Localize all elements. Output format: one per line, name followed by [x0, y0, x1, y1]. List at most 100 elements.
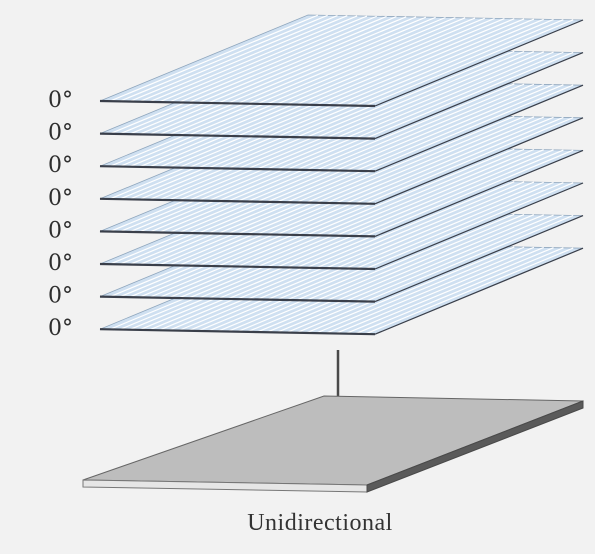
- fiber-line: [315, 116, 525, 204]
- fiber-line: [355, 116, 564, 204]
- fiber-line: [207, 16, 417, 104]
- fiber-line: [335, 149, 544, 237]
- fiber-line: [325, 83, 535, 171]
- fiber-line: [315, 50, 525, 139]
- ply-angle-label: 0°: [48, 218, 73, 243]
- fiber-line: [335, 181, 544, 269]
- fiber-line: [158, 15, 368, 103]
- fiber-line: [355, 149, 564, 237]
- ply-front-edge: [99, 99, 376, 108]
- fiber-line: [306, 18, 515, 106]
- ply-front-edge: [99, 230, 376, 238]
- ply-front-edge: [99, 262, 376, 271]
- fiber-line: [364, 51, 574, 139]
- fiber-line: [227, 16, 436, 104]
- laminate-top-face: [82, 395, 584, 486]
- ply-angle-label: 0°: [48, 251, 73, 276]
- fiber-line: [296, 18, 505, 106]
- fiber-line: [247, 17, 456, 105]
- fiber-line: [286, 17, 495, 105]
- laminate-side-edge: [366, 400, 584, 493]
- ply-front-edge: [99, 197, 376, 205]
- fiber-line: [109, 14, 319, 102]
- fiber-line: [306, 213, 515, 301]
- ply-front-edge: [99, 328, 376, 336]
- fiber-line: [129, 14, 338, 103]
- fiber-line: [325, 181, 535, 269]
- fiber-line: [306, 181, 515, 269]
- ply-stack: 0° 0° 0° 0° 0° 0° 0° 0°: [48, 14, 584, 341]
- fiber-line: [335, 214, 544, 302]
- fiber-line: [306, 50, 515, 138]
- fiber-line: [364, 19, 574, 107]
- ply-front-edge: [99, 165, 376, 173]
- fiber-line: [168, 15, 377, 103]
- fiber-line: [364, 149, 574, 237]
- fiber-line: [335, 51, 544, 139]
- fiber-line: [325, 51, 535, 139]
- fiber-line: [119, 14, 328, 102]
- fiber-line: [345, 51, 554, 139]
- fiber-line: [306, 115, 515, 204]
- fiber-line: [335, 83, 544, 172]
- fiber-line: [306, 246, 515, 334]
- fiber-line: [345, 181, 554, 270]
- fiber-line: [345, 18, 554, 107]
- fiber-line: [355, 182, 564, 270]
- fiber-line: [325, 246, 535, 334]
- fiber-line: [355, 51, 564, 139]
- fiber-line: [276, 17, 486, 105]
- fiber-line: [355, 84, 564, 172]
- ply-angle-label: 0°: [48, 153, 73, 178]
- fiber-line: [364, 182, 574, 270]
- fiber-line: [237, 16, 446, 105]
- fiber-line: [335, 246, 544, 335]
- fiber-line: [315, 148, 525, 236]
- fiber-line: [148, 15, 358, 103]
- fiber-line: [364, 247, 574, 335]
- fiber-line: [315, 83, 525, 171]
- fiber-line: [355, 19, 564, 107]
- fiber-line: [217, 16, 427, 104]
- ply-angle-label: 0°: [48, 284, 73, 309]
- fiber-line: [139, 15, 348, 103]
- ply-angle-label: 0°: [48, 316, 73, 341]
- fiber-line: [315, 246, 525, 334]
- fiber-line: [345, 84, 554, 172]
- fiber-line: [345, 116, 554, 204]
- fiber-line: [345, 247, 554, 335]
- fiber-line: [325, 116, 535, 204]
- fiber-line: [315, 181, 525, 269]
- fiber-line: [325, 148, 535, 237]
- fiber-line: [335, 116, 544, 204]
- fiber-line: [364, 117, 574, 205]
- fiber-line: [315, 18, 525, 106]
- fiber-line: [335, 18, 544, 106]
- ply-front-edge: [99, 295, 376, 303]
- ply-angle-label: 0°: [48, 121, 73, 146]
- fiber-line: [345, 149, 554, 237]
- fiber-line: [197, 16, 407, 104]
- fiber-line: [325, 18, 535, 106]
- ply-angle-label: 0°: [48, 186, 73, 211]
- diagram-caption: Unidirectional: [247, 510, 393, 536]
- fiber-line: [256, 17, 466, 105]
- fiber-line: [355, 247, 564, 335]
- ply-angle-label: 0°: [48, 88, 73, 113]
- fiber-line: [325, 214, 535, 302]
- fiber-line: [364, 84, 574, 172]
- fiber-line: [315, 213, 525, 302]
- fiber-line: [178, 15, 387, 103]
- fiber-line: [266, 17, 476, 105]
- fiber-line: [188, 16, 397, 104]
- fiber-line: [306, 148, 515, 236]
- fiber-line: [345, 214, 554, 302]
- fiber-line: [364, 214, 574, 302]
- ply-front-edge: [99, 132, 376, 140]
- fiber-line: [306, 83, 515, 171]
- fiber-line: [355, 214, 564, 302]
- ply-sheet: 0°: [48, 14, 584, 113]
- laminate-plate: [82, 395, 584, 493]
